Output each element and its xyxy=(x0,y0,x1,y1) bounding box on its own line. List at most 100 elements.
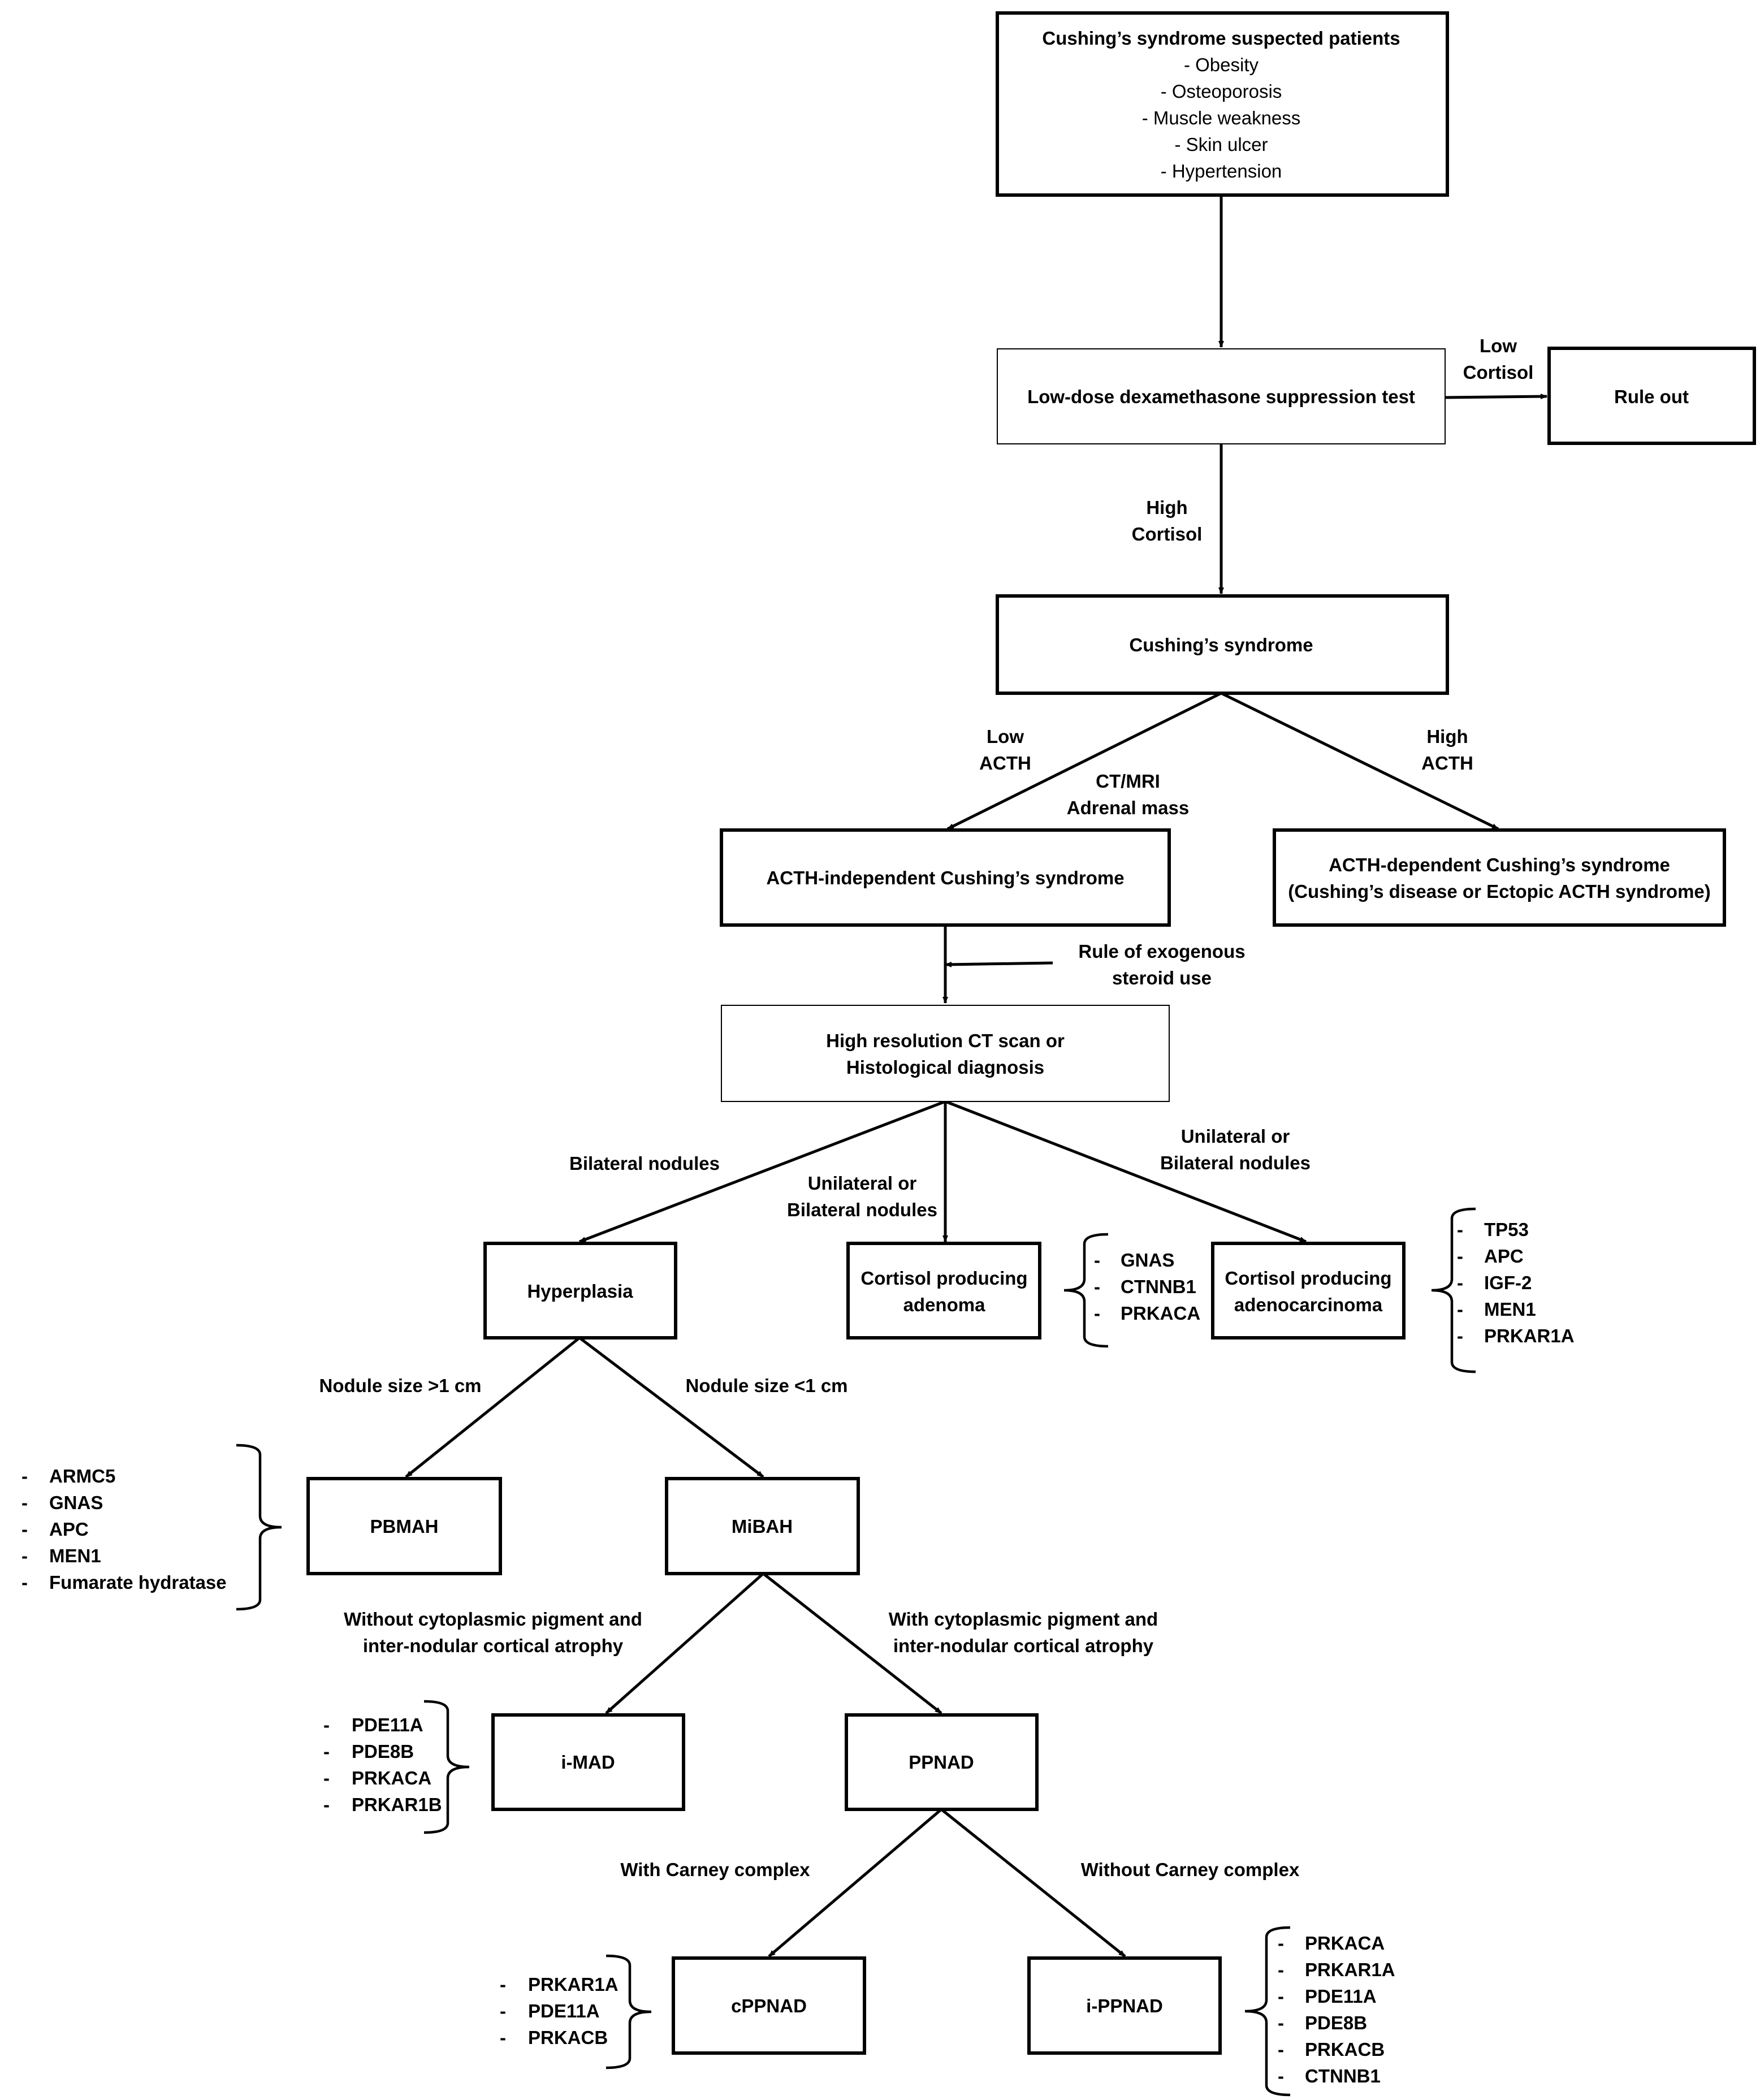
brace-cppnad xyxy=(606,1954,652,2069)
node-ippnad-box xyxy=(1027,1956,1222,2055)
gene-imad-dash-0: - xyxy=(323,1714,330,1735)
edge-with-pigment-line1: With cytoplasmic pigment and xyxy=(889,1609,1158,1630)
edge-low-cortisol-line1: Low xyxy=(1480,335,1517,356)
gene-cppnad-2: PRKACB xyxy=(528,2027,608,2048)
gene-cppnad-0: PRKAR1A xyxy=(528,1974,619,1995)
edge-without-pigment-line2: inter-nodular cortical atrophy xyxy=(363,1635,624,1656)
edge-high-acth-line1: High xyxy=(1426,726,1468,747)
edge-ct-mri-line2: Adrenal mass xyxy=(1067,797,1189,818)
ppnad-label: PPNAD xyxy=(909,1752,974,1773)
ct-label-line2: Histological diagnosis xyxy=(846,1057,1044,1078)
gene-ippnad-dash-2: - xyxy=(1278,1986,1284,2007)
gene-adenocarcinoma-dash-3: - xyxy=(1457,1299,1463,1320)
edge-uni-bi-1-line2: Bilateral nodules xyxy=(787,1199,937,1220)
adenoma-label-line1: Cortisol producing xyxy=(860,1268,1027,1289)
gene-adenocarcinoma-dash-1: - xyxy=(1457,1246,1463,1267)
gene-cppnad-1: PDE11A xyxy=(528,2000,600,2021)
gene-pbmah-1: GNAS xyxy=(49,1492,103,1513)
gene-adenocarcinoma-4: PRKAR1A xyxy=(1484,1325,1575,1346)
gene-cppnad-dash-1: - xyxy=(500,2000,506,2021)
gene-adenocarcinoma-dash-0: - xyxy=(1457,1219,1463,1240)
independent-label: ACTH-independent Cushing’s syndrome xyxy=(766,867,1124,888)
gene-ippnad-dash-4: - xyxy=(1278,2039,1284,2060)
arrow-exogenous xyxy=(945,961,1053,967)
gene-pbmah-3: MEN1 xyxy=(49,1545,101,1566)
gene-cppnad-dash-2: - xyxy=(500,2027,506,2048)
gene-ippnad-5: CTNNB1 xyxy=(1305,2066,1381,2086)
gene-adenoma-2: PRKACA xyxy=(1121,1303,1200,1324)
edge-exogenous-line2: steroid use xyxy=(1112,967,1212,988)
gene-ippnad-0: PRKACA xyxy=(1305,1933,1385,1954)
node-cppnad-box xyxy=(672,1956,866,2055)
adenocarcinoma-label-line1: Cortisol producing xyxy=(1225,1268,1391,1289)
gene-adenoma-dash-0: - xyxy=(1094,1250,1100,1271)
edge-with-pigment-line2: inter-nodular cortical atrophy xyxy=(893,1635,1154,1656)
edge-high-cortisol-line2: Cortisol xyxy=(1132,524,1203,545)
gene-adenocarcinoma-0: TP53 xyxy=(1484,1219,1529,1240)
adenocarcinoma-label-line2: adenocarcinoma xyxy=(1234,1294,1383,1315)
arrow-ppnad-to-cppnad xyxy=(768,1808,942,1958)
arrow-ldst-to-ruleout xyxy=(1445,394,1547,400)
suspected-item-skin-ulcer: - Skin ulcer xyxy=(1174,134,1268,155)
gene-imad-2: PRKACA xyxy=(352,1768,431,1788)
edge-low-acth-line2: ACTH xyxy=(979,753,1031,774)
node-imad-box xyxy=(491,1713,685,1811)
node-independent-box xyxy=(720,828,1171,927)
arrow-cushings-to-independent xyxy=(946,692,1222,831)
arrow-ct-to-adenocarcinoma xyxy=(945,1100,1307,1243)
ippnad-label: i-PPNAD xyxy=(1086,1995,1163,2016)
gene-ippnad-dash-3: - xyxy=(1278,2012,1284,2033)
edge-uni-bi-2-line2: Bilateral nodules xyxy=(1160,1152,1311,1173)
gene-ippnad-4: PRKACB xyxy=(1305,2039,1385,2060)
arrow-ppnad-to-ippnad xyxy=(940,1808,1126,1958)
gene-pbmah-dash-4: - xyxy=(21,1572,28,1593)
gene-imad-0: PDE11A xyxy=(352,1714,423,1735)
arrow-ct-to-hyperplasia xyxy=(579,1100,946,1243)
imad-label: i-MAD xyxy=(561,1752,615,1773)
ct-label-line1: High resolution CT scan or xyxy=(826,1030,1065,1051)
suspected-title: Cushing’s syndrome suspected patients xyxy=(1042,28,1400,49)
edge-ct-mri-line1: CT/MRI xyxy=(1096,771,1160,792)
gene-ippnad-1: PRKAR1A xyxy=(1305,1959,1395,1980)
edge-low-acth-line1: Low xyxy=(987,726,1024,747)
ldst-label: Low-dose dexamethasone suppression test xyxy=(1027,386,1415,407)
edge-without-pigment-line1: Without cytoplasmic pigment and xyxy=(344,1609,642,1630)
node-dependent-box xyxy=(1273,828,1726,927)
node-hyperplasia-box xyxy=(483,1242,677,1339)
suspected-item-osteoporosis: - Osteoporosis xyxy=(1161,81,1282,102)
node-ct-box xyxy=(721,1005,1170,1102)
dependent-label-line2: (Cushing’s disease or Ectopic ACTH syndr… xyxy=(1288,881,1711,902)
hyperplasia-label: Hyperplasia xyxy=(527,1281,633,1302)
node-pbmah-box xyxy=(306,1477,502,1575)
gene-pbmah-dash-0: - xyxy=(21,1466,28,1487)
edge-without-carney: Without Carney complex xyxy=(1081,1859,1300,1880)
node-ruleout-box xyxy=(1547,347,1756,445)
edge-with-carney: With Carney complex xyxy=(620,1859,810,1880)
edge-low-cortisol-line2: Cortisol xyxy=(1463,362,1534,383)
cushings-label: Cushing’s syndrome xyxy=(1129,634,1313,655)
gene-ippnad-dash-5: - xyxy=(1278,2066,1284,2086)
gene-adenocarcinoma-1: APC xyxy=(1484,1246,1524,1267)
gene-ippnad-dash-0: - xyxy=(1278,1933,1284,1954)
edge-nodule-gt: Nodule size >1 cm xyxy=(319,1375,481,1396)
gene-ippnad-dash-1: - xyxy=(1278,1959,1284,1980)
gene-pbmah-dash-1: - xyxy=(21,1492,28,1513)
suspected-item-muscle-weakness: - Muscle weakness xyxy=(1142,107,1301,128)
ruleout-label: Rule out xyxy=(1614,386,1689,407)
gene-adenocarcinoma-2: IGF-2 xyxy=(1484,1272,1532,1293)
brace-adenoma xyxy=(1063,1233,1109,1348)
node-adenocarcinoma-box xyxy=(1211,1242,1406,1339)
edge-high-acth-line2: ACTH xyxy=(1421,753,1473,774)
gene-imad-1: PDE8B xyxy=(352,1741,414,1762)
edge-bilateral: Bilateral nodules xyxy=(569,1153,720,1174)
cppnad-label: cPPNAD xyxy=(731,1995,807,2016)
gene-imad-dash-1: - xyxy=(323,1741,330,1762)
node-ldst-box xyxy=(997,348,1446,444)
edge-exogenous-line1: Rule of exogenous xyxy=(1078,941,1245,962)
gene-adenoma-dash-2: - xyxy=(1094,1303,1100,1324)
suspected-item-hypertension: - Hypertension xyxy=(1161,161,1282,182)
gene-adenocarcinoma-dash-2: - xyxy=(1457,1272,1463,1293)
gene-ippnad-3: PDE8B xyxy=(1305,2012,1367,2033)
suspected-item-obesity: - Obesity xyxy=(1184,54,1259,75)
brace-adenocarcinoma xyxy=(1431,1207,1476,1373)
